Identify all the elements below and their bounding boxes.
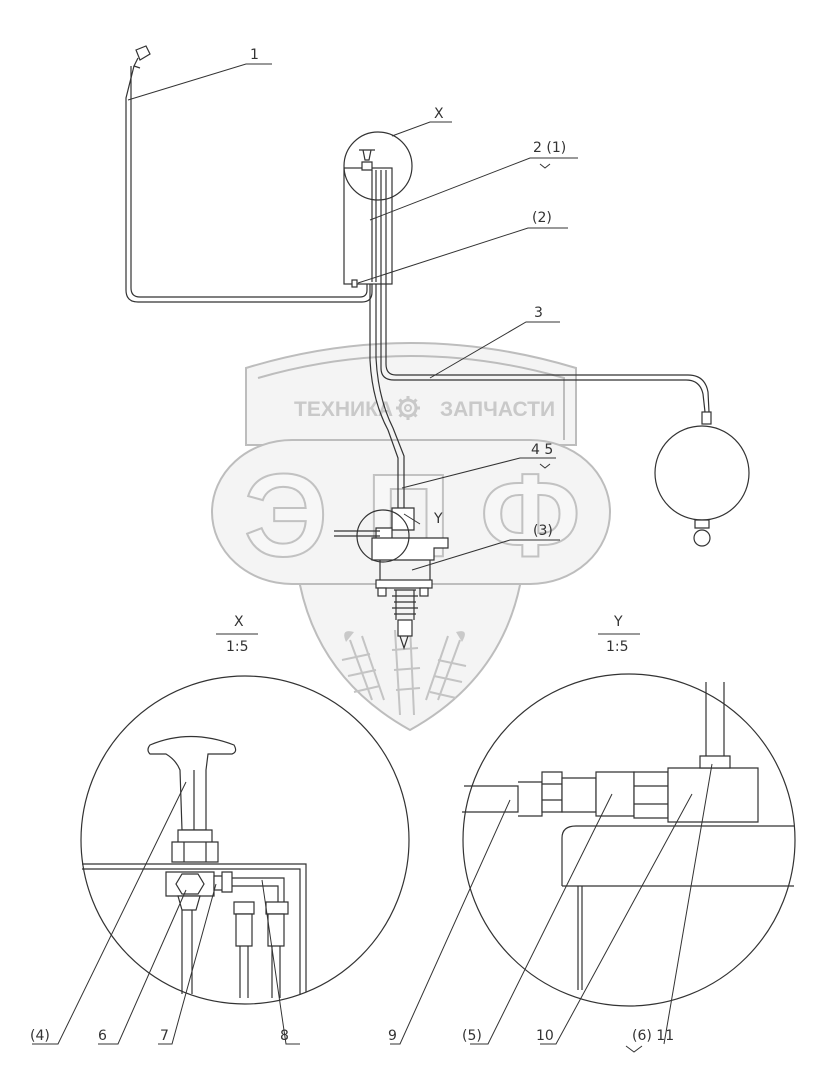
callout-7: 7 <box>160 1028 169 1044</box>
detail-x-circle <box>80 675 410 1005</box>
label-3: 3 <box>534 305 543 321</box>
callout-6-11: (6) 11 <box>632 1028 674 1044</box>
label-p3: (3) <box>533 523 553 539</box>
label-4-5: 4 5 <box>531 442 553 458</box>
leaders-main <box>127 63 578 571</box>
detail-y-scale: 1:5 <box>606 639 629 655</box>
label-y: Y <box>433 511 443 527</box>
tank-valve <box>359 149 375 171</box>
detail-x-scale: 1:5 <box>226 639 249 655</box>
pipe-1 <box>125 65 373 303</box>
callout-8: 8 <box>280 1028 289 1044</box>
detail-x-marker <box>343 131 413 201</box>
detail-y-leaders <box>390 763 713 1053</box>
callout-5: (5) <box>462 1028 482 1044</box>
tank <box>343 167 393 285</box>
detail-x-knob <box>147 735 237 831</box>
callout-6: 6 <box>98 1028 107 1044</box>
pipe-3-inner <box>385 230 710 413</box>
detail-x-leaders <box>32 781 300 1045</box>
watermark-shield-inner <box>257 355 565 440</box>
detail-x-parts <box>82 735 307 998</box>
label-p2: (2) <box>532 210 552 226</box>
pipe-down-2 <box>375 284 405 510</box>
pipe-3 <box>380 230 706 413</box>
detail-y-parts <box>462 682 794 990</box>
pipe-down-1 <box>369 284 399 510</box>
watermark-letter-f: Ф <box>480 450 581 582</box>
detail-y-circle <box>462 673 796 1007</box>
callout-4: (4) <box>30 1028 50 1044</box>
label-x: X <box>434 106 444 122</box>
watermark-wheat <box>341 624 467 716</box>
watermark-text-left: ТЕХНИКА <box>294 398 393 421</box>
gear-icon <box>396 396 420 420</box>
detail-y: Y 1:5 <box>390 614 796 1053</box>
pipe-1-inner <box>130 66 368 298</box>
watermark-letter-e: Э <box>244 450 328 582</box>
detail-y-title: Y <box>613 614 623 630</box>
watermark-text: ТЕХНИКА ЗАПЧАСТИ Э П Ф <box>243 396 582 583</box>
cylinder-head <box>375 579 433 589</box>
label-2-1: 2 (1) <box>533 140 566 156</box>
callout-9: 9 <box>388 1028 397 1044</box>
detail-x: X 1:5 <box>32 614 410 1045</box>
label-1: 1 <box>250 47 259 63</box>
bellows <box>392 589 418 620</box>
detail-y-marker <box>356 509 410 563</box>
remote-knob <box>133 45 151 69</box>
watermark-text-right: ЗАПЧАСТИ <box>440 398 555 421</box>
accumulator <box>654 425 750 521</box>
detail-x-title: X <box>234 614 244 630</box>
main-assembly <box>125 45 750 650</box>
callout-10: 10 <box>536 1028 554 1044</box>
